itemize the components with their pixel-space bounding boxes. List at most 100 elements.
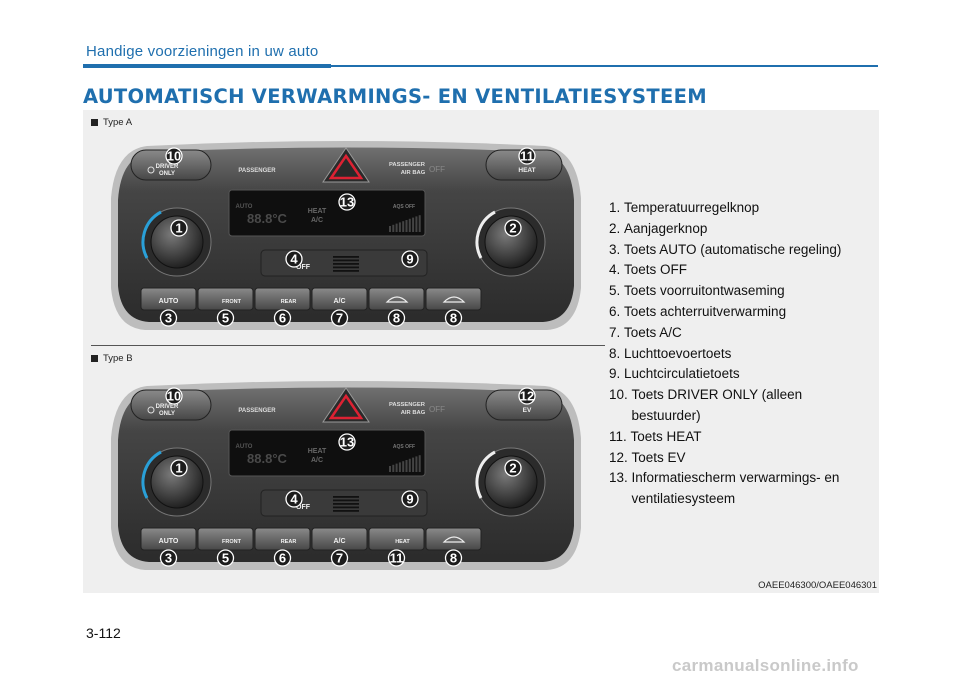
callout-display: 13 xyxy=(338,193,356,211)
callout-circle xyxy=(330,309,349,327)
legend-text: Aanjagerknop xyxy=(624,220,708,236)
legend-item: 4. Toets OFF xyxy=(609,260,871,281)
right-top-button-label: EV xyxy=(523,407,532,414)
driver-only-text-2: ONLY xyxy=(159,411,175,417)
callout-bottom: 6 xyxy=(273,309,292,327)
callout-circle xyxy=(504,459,522,477)
callout-number: 7 xyxy=(336,311,343,326)
vent-grille-line xyxy=(333,270,359,272)
legend-number: 9. xyxy=(609,366,625,382)
callout-number: 3 xyxy=(165,311,172,326)
legend-text: Toets A/C xyxy=(624,324,682,340)
airbag-off-label: OFF xyxy=(429,405,445,414)
callout-number: 2 xyxy=(509,461,516,476)
knob-indicator-arc xyxy=(475,210,496,259)
vent-grille-line xyxy=(333,499,359,502)
fan-level-bar xyxy=(398,222,401,232)
legend-text: Toets EV xyxy=(631,449,686,465)
driver-only-text-1: DRIVER xyxy=(156,404,179,410)
callout-circle xyxy=(504,219,522,237)
callout-recirc: 9 xyxy=(401,250,419,268)
type-a-text: Type A xyxy=(103,117,133,128)
legend-number: 13. xyxy=(609,470,632,486)
callout-knob-left: 1 xyxy=(170,219,188,237)
display-aqs: AQS OFF xyxy=(393,444,415,450)
callout-bottom: 8 xyxy=(387,309,406,327)
knob-indicator-arc xyxy=(141,450,162,499)
fan-speed-knob xyxy=(484,215,538,269)
section-rule-thick xyxy=(83,64,331,68)
vent-grille-line xyxy=(333,256,359,258)
airbag-text-1: PASSENGER xyxy=(389,402,426,408)
vent-grille-line xyxy=(333,266,359,269)
callout-number: 5 xyxy=(222,551,229,566)
callout-top-left: 10 xyxy=(165,147,183,165)
bullet-square-icon xyxy=(91,119,98,126)
callout-top-left: 10 xyxy=(165,387,183,405)
legend-item: 9. Luchtcirculatietoets xyxy=(609,364,871,385)
fan-level-bar xyxy=(389,226,391,232)
hazard-icon xyxy=(328,153,364,180)
callout-circle xyxy=(165,387,183,405)
temperature-knob xyxy=(150,215,204,269)
legend-number: 10. xyxy=(609,387,632,403)
legend-number: 7. xyxy=(609,324,625,340)
bottom-button-label: FRONT xyxy=(222,539,242,545)
seat-icon xyxy=(147,166,155,174)
fan-level-bar xyxy=(415,216,418,232)
legend-text: Luchttoevoertoets xyxy=(624,345,732,361)
callout-number: 10 xyxy=(167,149,181,164)
callout-bottom: 8 xyxy=(444,309,463,327)
callout-number: 9 xyxy=(406,252,413,267)
bottom-button-label: REAR xyxy=(281,539,297,545)
callout-circle xyxy=(330,549,349,567)
callout-bottom: 5 xyxy=(216,309,235,327)
fan-level-bar xyxy=(405,460,408,472)
seat-icon xyxy=(147,406,155,414)
legend-text: Toets voorruitontwaseming xyxy=(624,283,785,299)
knob-indicator-arc xyxy=(475,450,496,499)
car-air-icon xyxy=(442,536,466,543)
legend-item: 5. Toets voorruitontwaseming xyxy=(609,281,871,302)
callout-number: 12 xyxy=(520,389,534,404)
legend-item: 1. Temperatuurregelknop xyxy=(609,198,871,219)
fan-level-bar xyxy=(412,457,415,472)
bottom-button-label: FRONT xyxy=(222,299,242,305)
callout-circle xyxy=(338,433,356,451)
legend-number: 5. xyxy=(609,283,625,299)
airbag-off-label: OFF xyxy=(429,165,445,174)
callout-bottom: 6 xyxy=(273,549,292,567)
temperature-knob xyxy=(150,455,204,509)
car-air-icon xyxy=(442,296,466,303)
legend-number: 6. xyxy=(609,303,625,319)
legend-item: 11. Toets HEAT xyxy=(609,427,871,448)
legend-number: 2. xyxy=(609,220,625,236)
fan-level-bar xyxy=(418,215,421,232)
callout-circle xyxy=(387,549,406,567)
legend-number: 1. xyxy=(609,200,625,215)
bottom-button-label: AUTO xyxy=(159,538,179,545)
callout-circle xyxy=(401,490,419,508)
fan-speed-knob xyxy=(484,455,538,509)
legend-item: 7. Toets A/C xyxy=(609,323,871,344)
bottom-button-label: REAR xyxy=(281,299,297,305)
callout-number: 8 xyxy=(450,551,457,566)
callout-off: 4 xyxy=(285,490,303,508)
callout-circle xyxy=(444,309,463,327)
callout-bottom: 7 xyxy=(330,549,349,567)
fan-level-bar xyxy=(389,466,391,472)
vent-grille-line xyxy=(333,263,359,265)
page-number: 3-112 xyxy=(86,625,121,641)
callout-knob-left: 1 xyxy=(170,459,188,477)
legend-text: Toets HEAT xyxy=(630,428,702,444)
passenger-label: PASSENGER xyxy=(238,408,276,414)
legend-text: Toets AUTO (automatische regeling) xyxy=(624,241,842,257)
display-auto: AUTO xyxy=(236,444,253,450)
bottom-button-label: AUTO xyxy=(159,298,179,305)
fan-level-bar xyxy=(418,455,421,472)
display-ac: A/C xyxy=(311,457,323,464)
legend-item: 6. Toets achterruitverwarming xyxy=(609,302,871,323)
callout-number: 9 xyxy=(406,492,413,507)
legend-text: Informatiescherm verwarmings- en ventila… xyxy=(631,470,840,507)
